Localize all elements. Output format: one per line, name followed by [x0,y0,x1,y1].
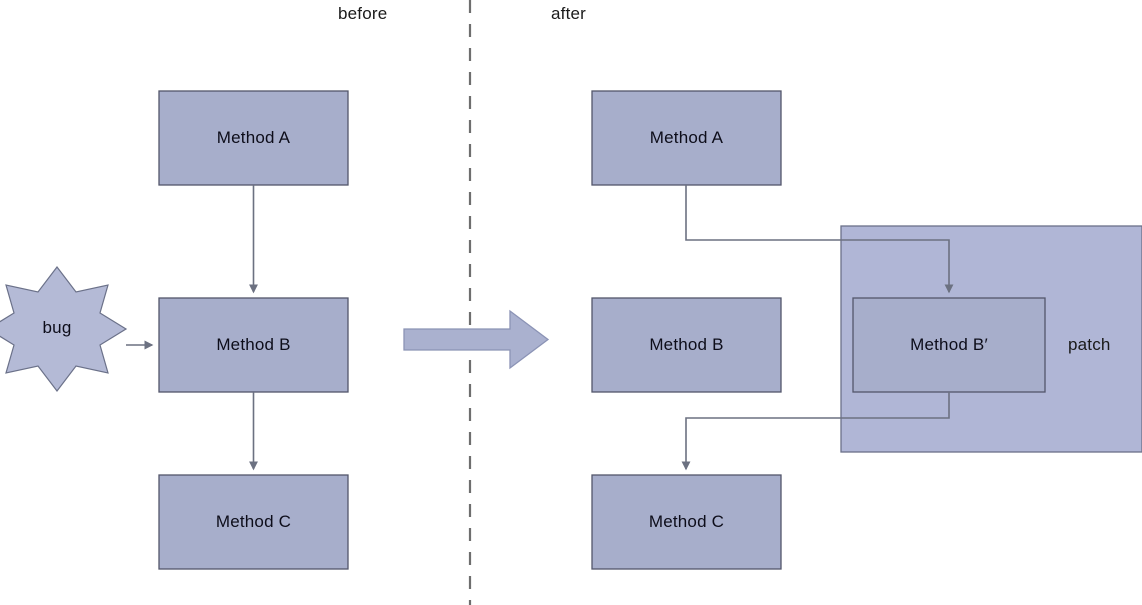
label-before-method-a: Method A [216,128,291,147]
label-before-method-b: Method B [216,335,291,354]
label-before: before [338,4,388,23]
box-after-method-b[interactable] [591,297,782,393]
bug-star-shape [0,266,128,392]
connector-after-bprime-to-c [681,392,950,471]
label-after-method-a: Method A [649,128,724,147]
box-after-method-c[interactable] [591,474,782,570]
label-after-method-c: Method C [648,512,725,531]
box-after-method-b-prime[interactable] [852,297,1046,393]
label-bug: bug [42,318,72,337]
label-patch: patch [1068,335,1111,354]
box-before-method-a[interactable] [158,90,349,186]
connector-after-a-to-bprime [685,185,954,294]
label-after-method-b-prime: Method B′ [910,335,988,354]
box-after-method-a[interactable] [591,90,782,186]
label-after-method-b: Method B [649,335,724,354]
box-before-method-c[interactable] [158,474,349,570]
transform-arrow-icon [403,309,550,370]
box-before-method-b[interactable] [158,297,349,393]
label-after: after [551,4,587,23]
label-before-method-c: Method C [215,512,292,531]
